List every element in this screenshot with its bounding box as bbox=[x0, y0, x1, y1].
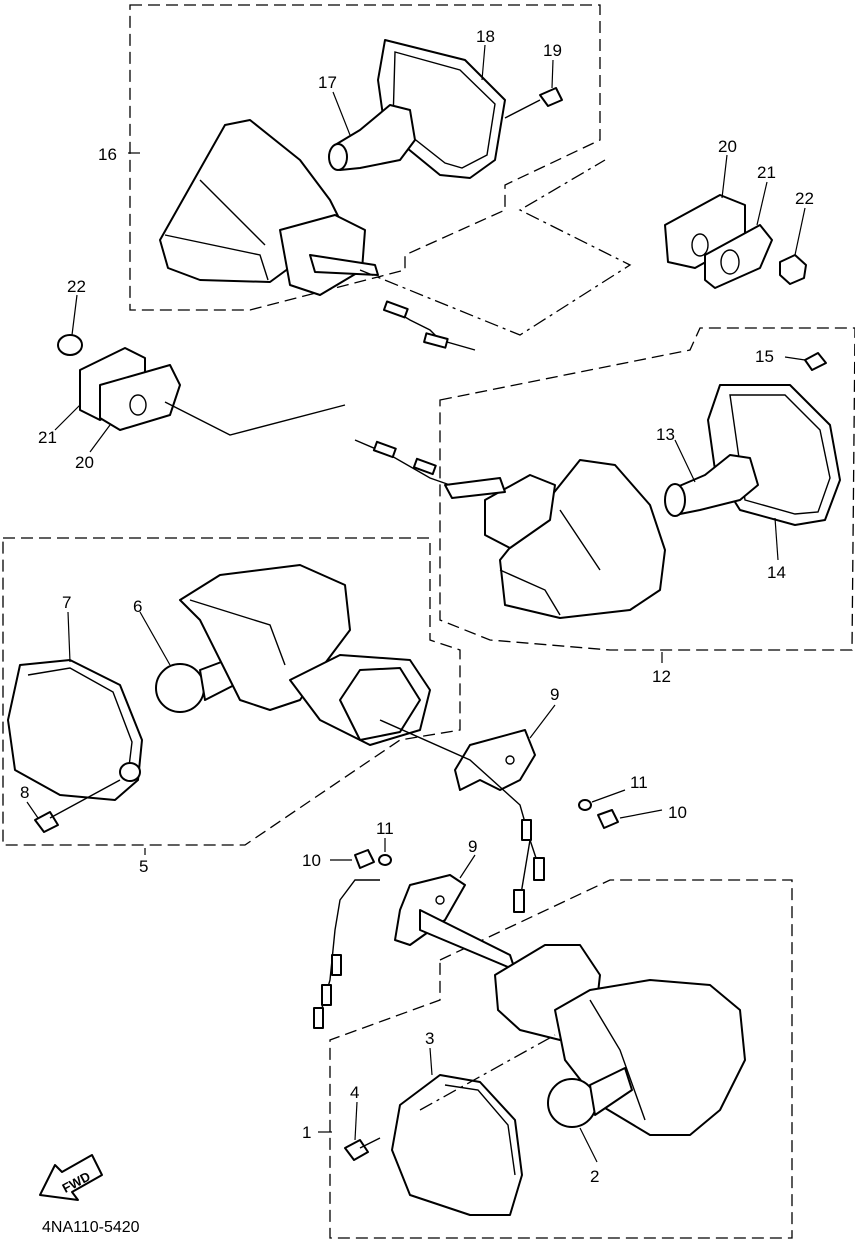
callout-9-lower: 9 bbox=[468, 837, 477, 856]
assembly-12-group bbox=[354, 327, 855, 651]
callout-11-lower: 11 bbox=[376, 819, 394, 838]
callout-9-upper: 9 bbox=[550, 685, 559, 704]
callout-14: 14 bbox=[767, 563, 786, 582]
callout-13: 13 bbox=[656, 425, 675, 444]
washer-11-upper bbox=[578, 799, 592, 811]
diagram-code: 4NA110-5420 bbox=[42, 1219, 140, 1236]
callout-16: 16 bbox=[98, 145, 117, 164]
callout-7: 7 bbox=[62, 593, 71, 612]
assembly-5-group bbox=[2, 537, 461, 846]
mounting-plates bbox=[313, 719, 619, 1029]
callout-1: 1 bbox=[302, 1123, 311, 1142]
callout-22-right: 22 bbox=[795, 189, 814, 208]
screw-19 bbox=[539, 87, 563, 107]
callout-5: 5 bbox=[139, 857, 148, 876]
screw-10-upper bbox=[597, 809, 619, 829]
callout-20-right: 20 bbox=[718, 137, 737, 156]
screw-10-lower bbox=[354, 849, 375, 869]
callout-21-right: 21 bbox=[757, 163, 776, 182]
callout-leaders bbox=[26, 44, 806, 1163]
callout-20-left: 20 bbox=[75, 453, 94, 472]
screw-4 bbox=[344, 1139, 369, 1161]
lens-3 bbox=[391, 1074, 523, 1216]
callout-labels: 16 17 18 19 20 21 22 22 21 20 15 13 14 1… bbox=[20, 27, 814, 1186]
lens-7 bbox=[7, 659, 143, 801]
washer-11-lower bbox=[378, 854, 392, 866]
plate-21-left bbox=[99, 364, 181, 431]
bulb-13 bbox=[669, 454, 759, 516]
fwd-direction-arrow: FWD bbox=[39, 1154, 103, 1201]
nut-22 bbox=[779, 254, 807, 285]
callout-10-upper: 10 bbox=[668, 803, 687, 822]
callout-2: 2 bbox=[590, 1167, 599, 1186]
callout-19: 19 bbox=[543, 41, 562, 60]
screw-15 bbox=[804, 352, 827, 371]
bulb-6 bbox=[155, 663, 205, 713]
callout-10-lower: 10 bbox=[302, 851, 321, 870]
bracket-group-right bbox=[664, 194, 807, 289]
callout-12: 12 bbox=[652, 667, 671, 686]
callout-21-left: 21 bbox=[38, 428, 57, 447]
nut-22-left bbox=[57, 334, 83, 356]
assembly-16-group bbox=[129, 4, 632, 351]
callout-17: 17 bbox=[318, 73, 337, 92]
bulb-17 bbox=[334, 104, 416, 171]
signal-housing-12 bbox=[499, 459, 666, 619]
callout-22-left: 22 bbox=[67, 277, 86, 296]
plate-9-upper bbox=[454, 729, 536, 791]
bracket-group-left bbox=[57, 334, 346, 436]
callout-18: 18 bbox=[476, 27, 495, 46]
callout-3: 3 bbox=[425, 1029, 434, 1048]
callout-15: 15 bbox=[755, 347, 774, 366]
callout-11-upper: 11 bbox=[630, 773, 648, 792]
callout-4: 4 bbox=[350, 1083, 359, 1102]
bulb-2 bbox=[547, 1078, 597, 1128]
callout-6: 6 bbox=[133, 597, 142, 616]
callout-8: 8 bbox=[20, 783, 29, 802]
assembly-1-group bbox=[329, 879, 793, 1239]
